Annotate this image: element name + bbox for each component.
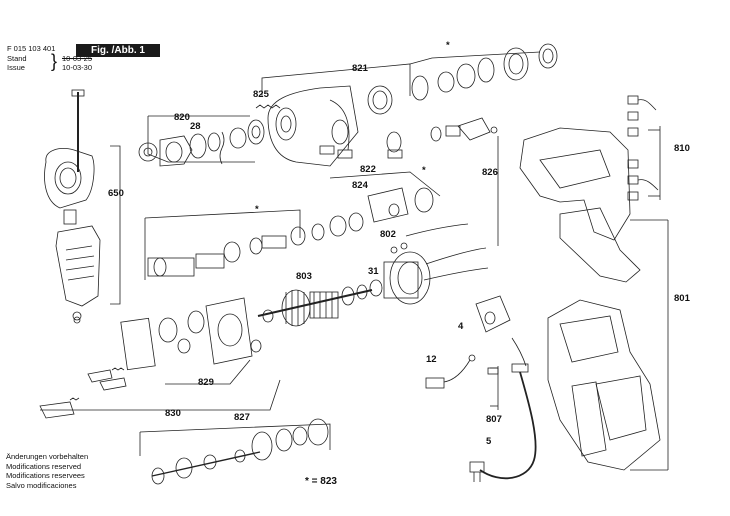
part-830-label: 830: [165, 408, 181, 419]
frame-829: [165, 359, 251, 385]
note-line: Änderungen vorbehalten: [6, 452, 89, 461]
note-line: Modifications reservees: [6, 471, 85, 481]
issue-date: 10-03-30: [62, 63, 93, 72]
part-802-label: 802: [380, 229, 396, 240]
asterisk-marker: *: [255, 204, 259, 215]
part-822-label: 822: [360, 164, 376, 175]
frame-830: [40, 379, 281, 411]
part-803-label: 803: [296, 271, 312, 282]
part-12-label: 12: [426, 354, 437, 365]
modification-notes: Änderungen vorbehalten Modifications res…: [6, 452, 88, 490]
stand-label: Stand: [7, 54, 27, 63]
part-810-label: 810: [674, 143, 690, 154]
part-4-label: 4: [458, 321, 464, 332]
part-650-label: 650: [108, 188, 124, 199]
part-801-label: 801: [674, 293, 690, 304]
part-820-label: 820: [174, 112, 190, 123]
frame-827: [139, 423, 331, 450]
bracket-650: [110, 145, 121, 305]
frame-asterisk-top: [144, 209, 301, 238]
part-826-label: 826: [482, 167, 498, 178]
frame-821: [261, 63, 411, 96]
header-brace: }: [51, 51, 58, 71]
part-825-label: 825: [253, 89, 269, 100]
part-827-label: 827: [234, 412, 250, 423]
document-number: F 015 103 401: [7, 44, 56, 53]
frame-820: [147, 116, 255, 163]
part-807-label: 807: [486, 414, 502, 425]
frame-824: [329, 171, 441, 197]
issue-label: Issue: [7, 63, 25, 72]
part-31-label: 31: [368, 266, 379, 277]
note-line: Salvo modificaciones: [6, 480, 77, 490]
asterisk-marker: *: [446, 40, 450, 51]
part-824-label: 824: [352, 180, 368, 191]
asterisk-marker: *: [422, 165, 426, 176]
note-line: Modifications reserved: [6, 461, 82, 471]
asterisk-legend: * = 823: [305, 476, 337, 487]
stand-date: 10-03-25: [62, 54, 93, 63]
part-821-label: 821: [352, 63, 368, 74]
part-829-label: 829: [198, 377, 214, 388]
part-28-label: 28: [190, 121, 201, 132]
part-5-label: 5: [486, 436, 492, 447]
figure-label: Fig. /Abb. 1: [76, 44, 160, 57]
